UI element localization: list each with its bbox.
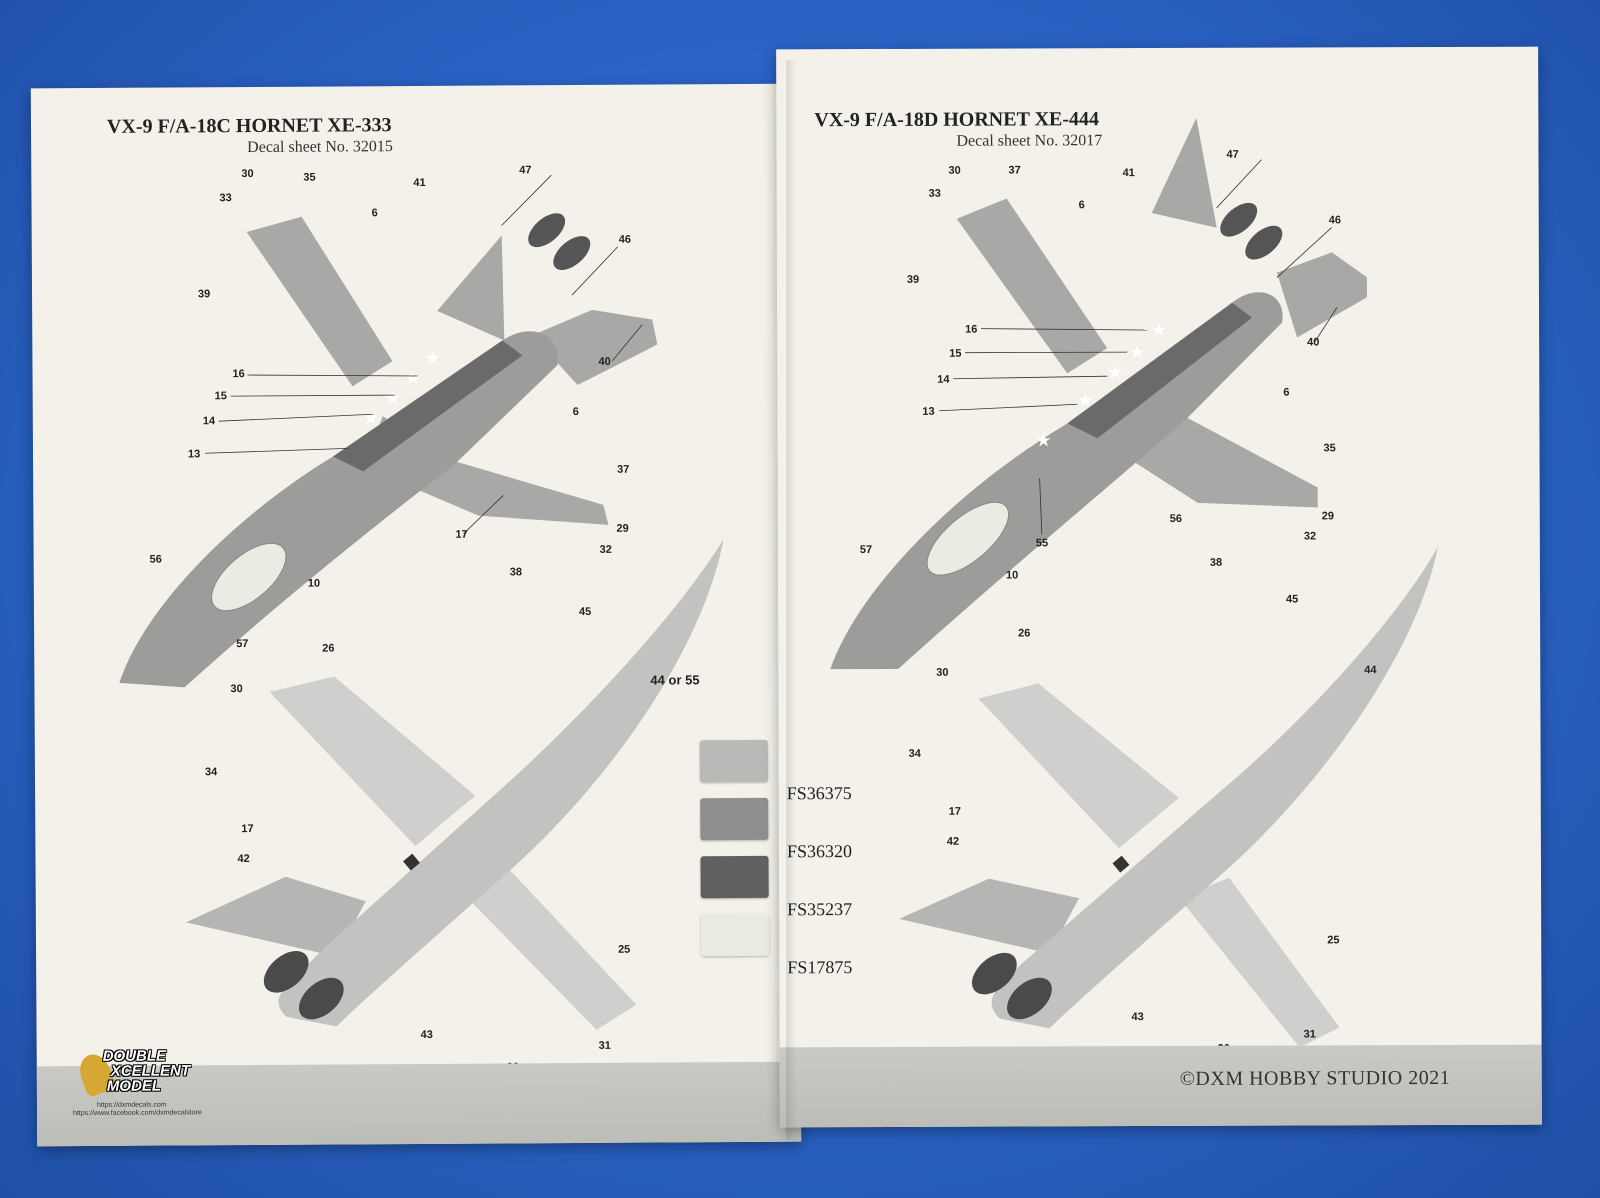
- svg-text:★: ★: [1107, 362, 1123, 383]
- svg-text:45: 45: [579, 606, 591, 618]
- svg-text:57: 57: [236, 638, 248, 650]
- svg-text:45: 45: [1286, 594, 1298, 606]
- svg-text:46: 46: [1329, 214, 1341, 226]
- svg-text:30: 30: [241, 168, 253, 180]
- svg-text:30: 30: [230, 683, 242, 695]
- logo-line-model: MODEL: [106, 1077, 162, 1095]
- svg-text:43: 43: [421, 1029, 433, 1041]
- svg-text:14: 14: [937, 374, 950, 386]
- svg-text:47: 47: [519, 164, 531, 176]
- svg-text:33: 33: [219, 192, 231, 204]
- left-page: VX-9 F/A-18C HORNET XE-333 Decal sheet N…: [30, 83, 802, 1147]
- callout-labels-right: 30 37 33 6 41 47 39 46 40 16 15 14 13 6 …: [860, 149, 1378, 1055]
- svg-text:38: 38: [1210, 557, 1222, 569]
- svg-text:15: 15: [215, 390, 227, 402]
- right-aircraft-illustrations: ★ ★ ★ ★ ★: [830, 117, 1438, 1048]
- svg-text:40: 40: [598, 356, 610, 368]
- svg-text:56: 56: [150, 554, 162, 566]
- svg-text:★: ★: [404, 368, 420, 389]
- svg-text:39: 39: [907, 274, 919, 286]
- svg-text:16: 16: [232, 368, 244, 380]
- swatch-fs36320: [700, 797, 769, 841]
- svg-text:29: 29: [616, 523, 628, 535]
- svg-text:55: 55: [1036, 537, 1048, 549]
- bottom-view-aircraft-d: [899, 547, 1438, 1048]
- svg-text:★: ★: [385, 388, 401, 409]
- svg-text:16: 16: [965, 324, 977, 336]
- svg-text:37: 37: [617, 464, 629, 476]
- svg-text:30: 30: [936, 667, 948, 679]
- svg-text:25: 25: [1327, 934, 1339, 946]
- svg-text:43: 43: [1131, 1011, 1143, 1023]
- page-fold-shadow: [786, 60, 804, 1140]
- svg-text:34: 34: [205, 766, 218, 778]
- leader-lines-right: [939, 159, 1338, 535]
- svg-text:6: 6: [1283, 387, 1289, 399]
- svg-text:6: 6: [372, 207, 378, 219]
- svg-text:6: 6: [573, 406, 579, 418]
- left-aircraft-illustrations: ★ ★ ★ ★: [119, 213, 724, 1030]
- callout-labels-left: 30 35 33 6 41 47 39 46 40 16 15 14 13 6 …: [150, 164, 700, 1073]
- svg-text:41: 41: [413, 177, 425, 189]
- svg-text:44: 44: [1364, 664, 1377, 676]
- svg-text:42: 42: [947, 836, 959, 848]
- svg-text:25: 25: [618, 944, 630, 956]
- bottom-view-aircraft-c: [185, 539, 724, 1030]
- svg-text:37: 37: [1009, 164, 1021, 176]
- top-view-aircraft-d: ★ ★ ★ ★ ★: [830, 117, 1367, 670]
- svg-text:★: ★: [1129, 342, 1145, 363]
- right-callouts: 30 37 33 6 41 47 39 46 40 16 15 14 13 6 …: [860, 149, 1378, 1055]
- svg-text:57: 57: [860, 544, 872, 556]
- svg-text:35: 35: [1323, 442, 1335, 454]
- svg-text:44 or 55: 44 or 55: [650, 672, 699, 687]
- copyright-text: ©DXM HOBBY STUDIO 2021: [1179, 1066, 1451, 1090]
- svg-text:26: 26: [1018, 627, 1030, 639]
- svg-text:33: 33: [929, 188, 941, 200]
- svg-text:10: 10: [1006, 569, 1018, 581]
- svg-text:★: ★: [424, 348, 440, 369]
- svg-text:42: 42: [237, 853, 249, 865]
- svg-text:32: 32: [600, 544, 612, 556]
- leader-lines-left: [204, 174, 643, 534]
- svg-text:30: 30: [949, 165, 961, 177]
- svg-text:34: 34: [909, 748, 922, 760]
- svg-text:6: 6: [1079, 199, 1085, 211]
- svg-text:39: 39: [198, 288, 210, 300]
- swatch-fs35237: [700, 855, 769, 899]
- svg-text:26: 26: [322, 642, 334, 654]
- svg-text:32: 32: [1304, 530, 1316, 542]
- dxm-logo: DOUBLE XCELLENT MODEL: [74, 1047, 251, 1104]
- svg-text:17: 17: [949, 806, 961, 818]
- svg-text:13: 13: [188, 448, 200, 460]
- svg-text:47: 47: [1226, 149, 1238, 161]
- swatch-fs36375: [699, 739, 769, 783]
- svg-text:38: 38: [510, 566, 522, 578]
- svg-text:★: ★: [1035, 430, 1051, 451]
- swatch-fs17875: [700, 913, 770, 957]
- logo-url-facebook: https://www.facebook.com/dxmdecalstore: [73, 1109, 202, 1118]
- svg-text:56: 56: [1170, 513, 1182, 525]
- right-page: VX-9 F/A-18D HORNET XE-444 Decal sheet N…: [776, 46, 1542, 1128]
- svg-text:46: 46: [619, 234, 631, 246]
- logo-url-website: https://dxmdecals.com: [96, 1101, 167, 1109]
- svg-text:35: 35: [303, 172, 315, 184]
- svg-text:★: ★: [363, 408, 379, 429]
- svg-text:29: 29: [1322, 510, 1334, 522]
- svg-text:14: 14: [203, 415, 216, 427]
- top-view-aircraft-c: ★ ★ ★ ★: [119, 213, 658, 688]
- svg-text:17: 17: [455, 529, 467, 541]
- svg-text:★: ★: [1151, 320, 1167, 341]
- svg-text:15: 15: [949, 348, 961, 360]
- svg-text:13: 13: [922, 406, 934, 418]
- svg-text:31: 31: [599, 1040, 611, 1052]
- svg-text:★: ★: [1077, 390, 1093, 411]
- svg-text:10: 10: [308, 578, 320, 590]
- svg-text:41: 41: [1123, 167, 1135, 179]
- svg-text:31: 31: [1304, 1028, 1316, 1040]
- left-callouts: 30 35 33 6 41 47 39 46 40 16 15 14 13 6 …: [150, 164, 700, 1073]
- svg-text:17: 17: [241, 823, 253, 835]
